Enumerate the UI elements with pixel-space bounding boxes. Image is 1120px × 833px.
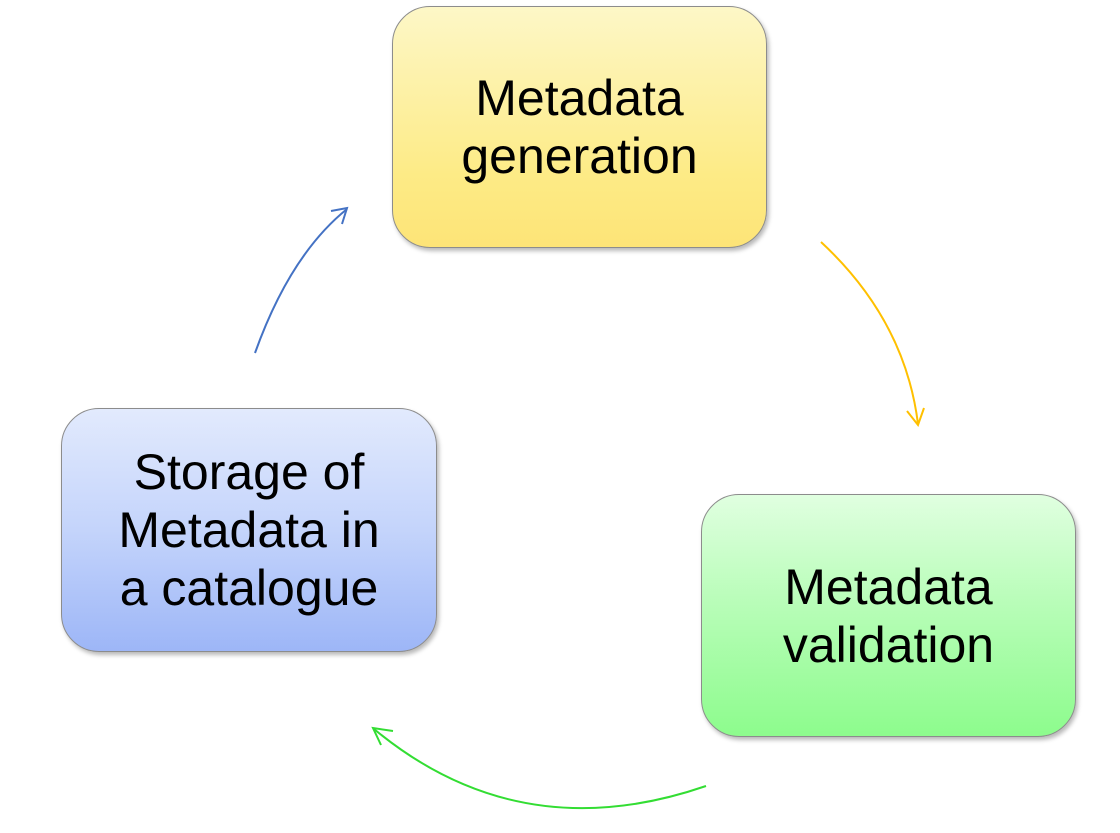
arrow-generation-to-validation	[820, 241, 919, 425]
node-metadata-generation: Metadata generation	[392, 6, 767, 248]
arrow-validation-to-storage	[373, 728, 707, 810]
node-metadata-storage: Storage of Metadata in a catalogue	[61, 408, 437, 652]
node-label: Storage of Metadata in a catalogue	[118, 444, 380, 616]
node-metadata-validation: Metadata validation	[701, 494, 1076, 737]
node-label: Metadata validation	[782, 558, 995, 673]
arrowhead-storage-to-generation	[330, 206, 349, 225]
arrow-storage-to-generation	[254, 208, 348, 354]
arrowhead-generation-to-validation	[906, 407, 925, 428]
arrowhead-validation-to-storage	[371, 726, 394, 746]
node-label: Metadata generation	[461, 70, 698, 184]
